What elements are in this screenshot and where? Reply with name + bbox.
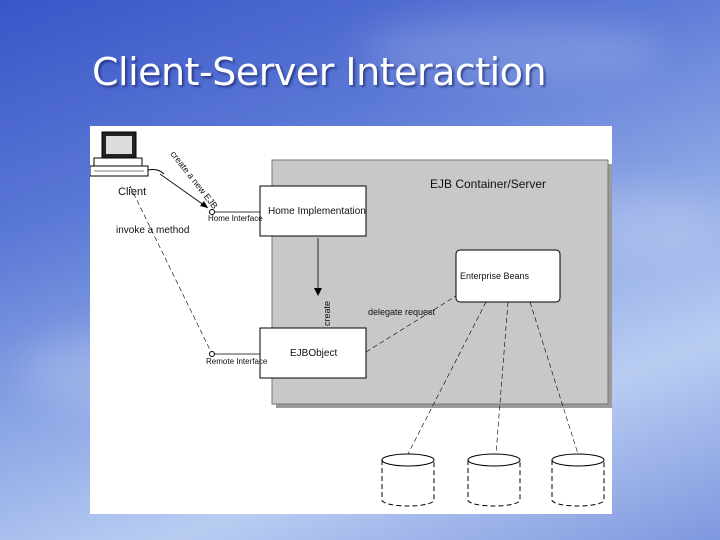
create-vertical-label: create <box>322 301 332 326</box>
ejb-object-label: EJBObject <box>290 348 337 359</box>
down-arrow-icon <box>314 288 322 296</box>
ejb-object-box <box>259 327 367 379</box>
home-interface-label: Home Interface <box>208 214 263 223</box>
home-implementation-box <box>259 185 367 237</box>
architecture-diagram: EJB Container/Server Client create a new… <box>90 131 612 507</box>
delegate-request-line <box>365 295 457 353</box>
architecture-figure: EJB Container/Server Client create a new… <box>90 126 612 514</box>
slide-title: Client-Server Interaction <box>92 50 547 94</box>
remote-interface-port-icon <box>209 351 215 357</box>
database-link-line <box>407 301 487 455</box>
invoke-method-label: invoke a method <box>116 225 189 236</box>
create-call-label: create a new EJB <box>168 149 219 211</box>
delegate-request-label: delegate request <box>368 307 436 317</box>
remote-interface-label: Remote Interface <box>206 357 268 366</box>
client-label: Client <box>118 186 146 198</box>
database-icon <box>467 453 521 507</box>
enterprise-beans-label: Enterprise Beans <box>460 271 530 281</box>
invoke-method-line <box>129 185 213 355</box>
background-cloud <box>360 20 660 80</box>
database-link-line <box>495 301 509 455</box>
database-icon <box>381 453 435 507</box>
client-computer-icon <box>90 131 165 177</box>
database-icon <box>551 453 605 507</box>
arrowhead-icon <box>200 201 208 208</box>
container-label: EJB Container/Server <box>430 177 546 191</box>
database-link-line <box>529 301 579 455</box>
create-call-arrow <box>159 173 209 209</box>
home-implementation-label: Home Implementation <box>268 206 366 217</box>
